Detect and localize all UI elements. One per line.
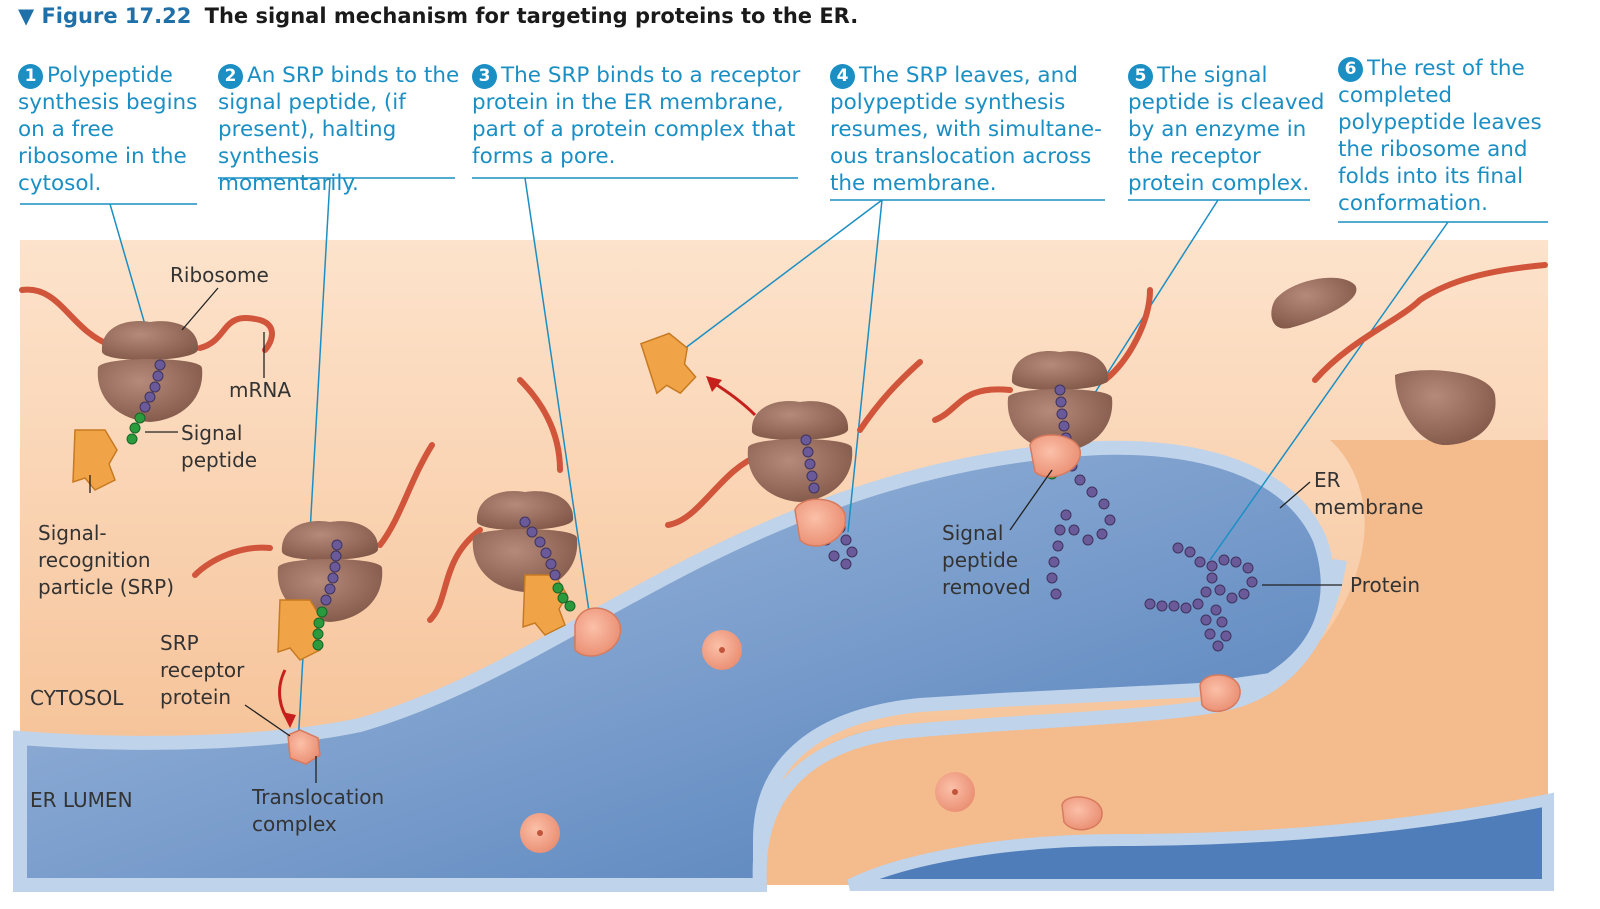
ribosome-small-subunit xyxy=(1395,370,1496,445)
signal-peptide-label: Signal peptide xyxy=(181,421,258,472)
step-number-badge: 2 xyxy=(218,64,243,89)
lumen-complex-dots xyxy=(537,647,958,836)
step-number-badge: 6 xyxy=(1338,57,1363,82)
step-number-badge: 5 xyxy=(1128,64,1153,89)
er-lumen-label: ER LUMEN xyxy=(30,788,133,812)
step-text: Polypeptide synthesis begins on a free r… xyxy=(18,63,198,196)
step-text: The signal peptide is cleaved by an enzy… xyxy=(1128,63,1325,196)
step-text: The SRP leaves, and polypeptide synthesi… xyxy=(830,63,1102,196)
figure-caption: The signal mechanism for targeting prote… xyxy=(204,4,859,28)
step-number-badge: 4 xyxy=(830,64,855,89)
ribosome-4 xyxy=(747,400,853,502)
figure-number: ▼ Figure 17.22 xyxy=(18,4,192,28)
step-text: The SRP binds to a receptor protein in t… xyxy=(472,63,801,169)
protein-label: Protein xyxy=(1350,573,1421,597)
translocation-complexes xyxy=(287,434,1241,831)
ribosome-label: Ribosome xyxy=(170,263,269,287)
step-number-badge: 1 xyxy=(18,64,43,89)
mrna-strands xyxy=(19,262,1548,623)
step-text: An SRP binds to the signal peptide, (if … xyxy=(218,63,460,196)
step-number-badge: 3 xyxy=(472,64,497,89)
translocation-complex-label: Translocation complex xyxy=(252,785,385,836)
ribosome-large-subunit xyxy=(1271,277,1357,329)
step-text: The rest of the completed polypeptide le… xyxy=(1338,56,1542,216)
mrna-label: mRNA xyxy=(229,378,292,402)
cytosol-label: CYTOSOL xyxy=(30,686,124,710)
label-leaders xyxy=(89,287,1342,783)
srp-receptor-label: SRP receptor protein xyxy=(160,631,245,709)
signal-peptide-removed-label: Signal peptide removed xyxy=(942,521,1031,599)
figure-title: ▼ Figure 17.22 The signal mechanism for … xyxy=(18,4,858,28)
srp-label: Signal-recognition particle (SRP) xyxy=(38,521,175,599)
er-membrane-label: ER membrane xyxy=(1314,468,1424,519)
